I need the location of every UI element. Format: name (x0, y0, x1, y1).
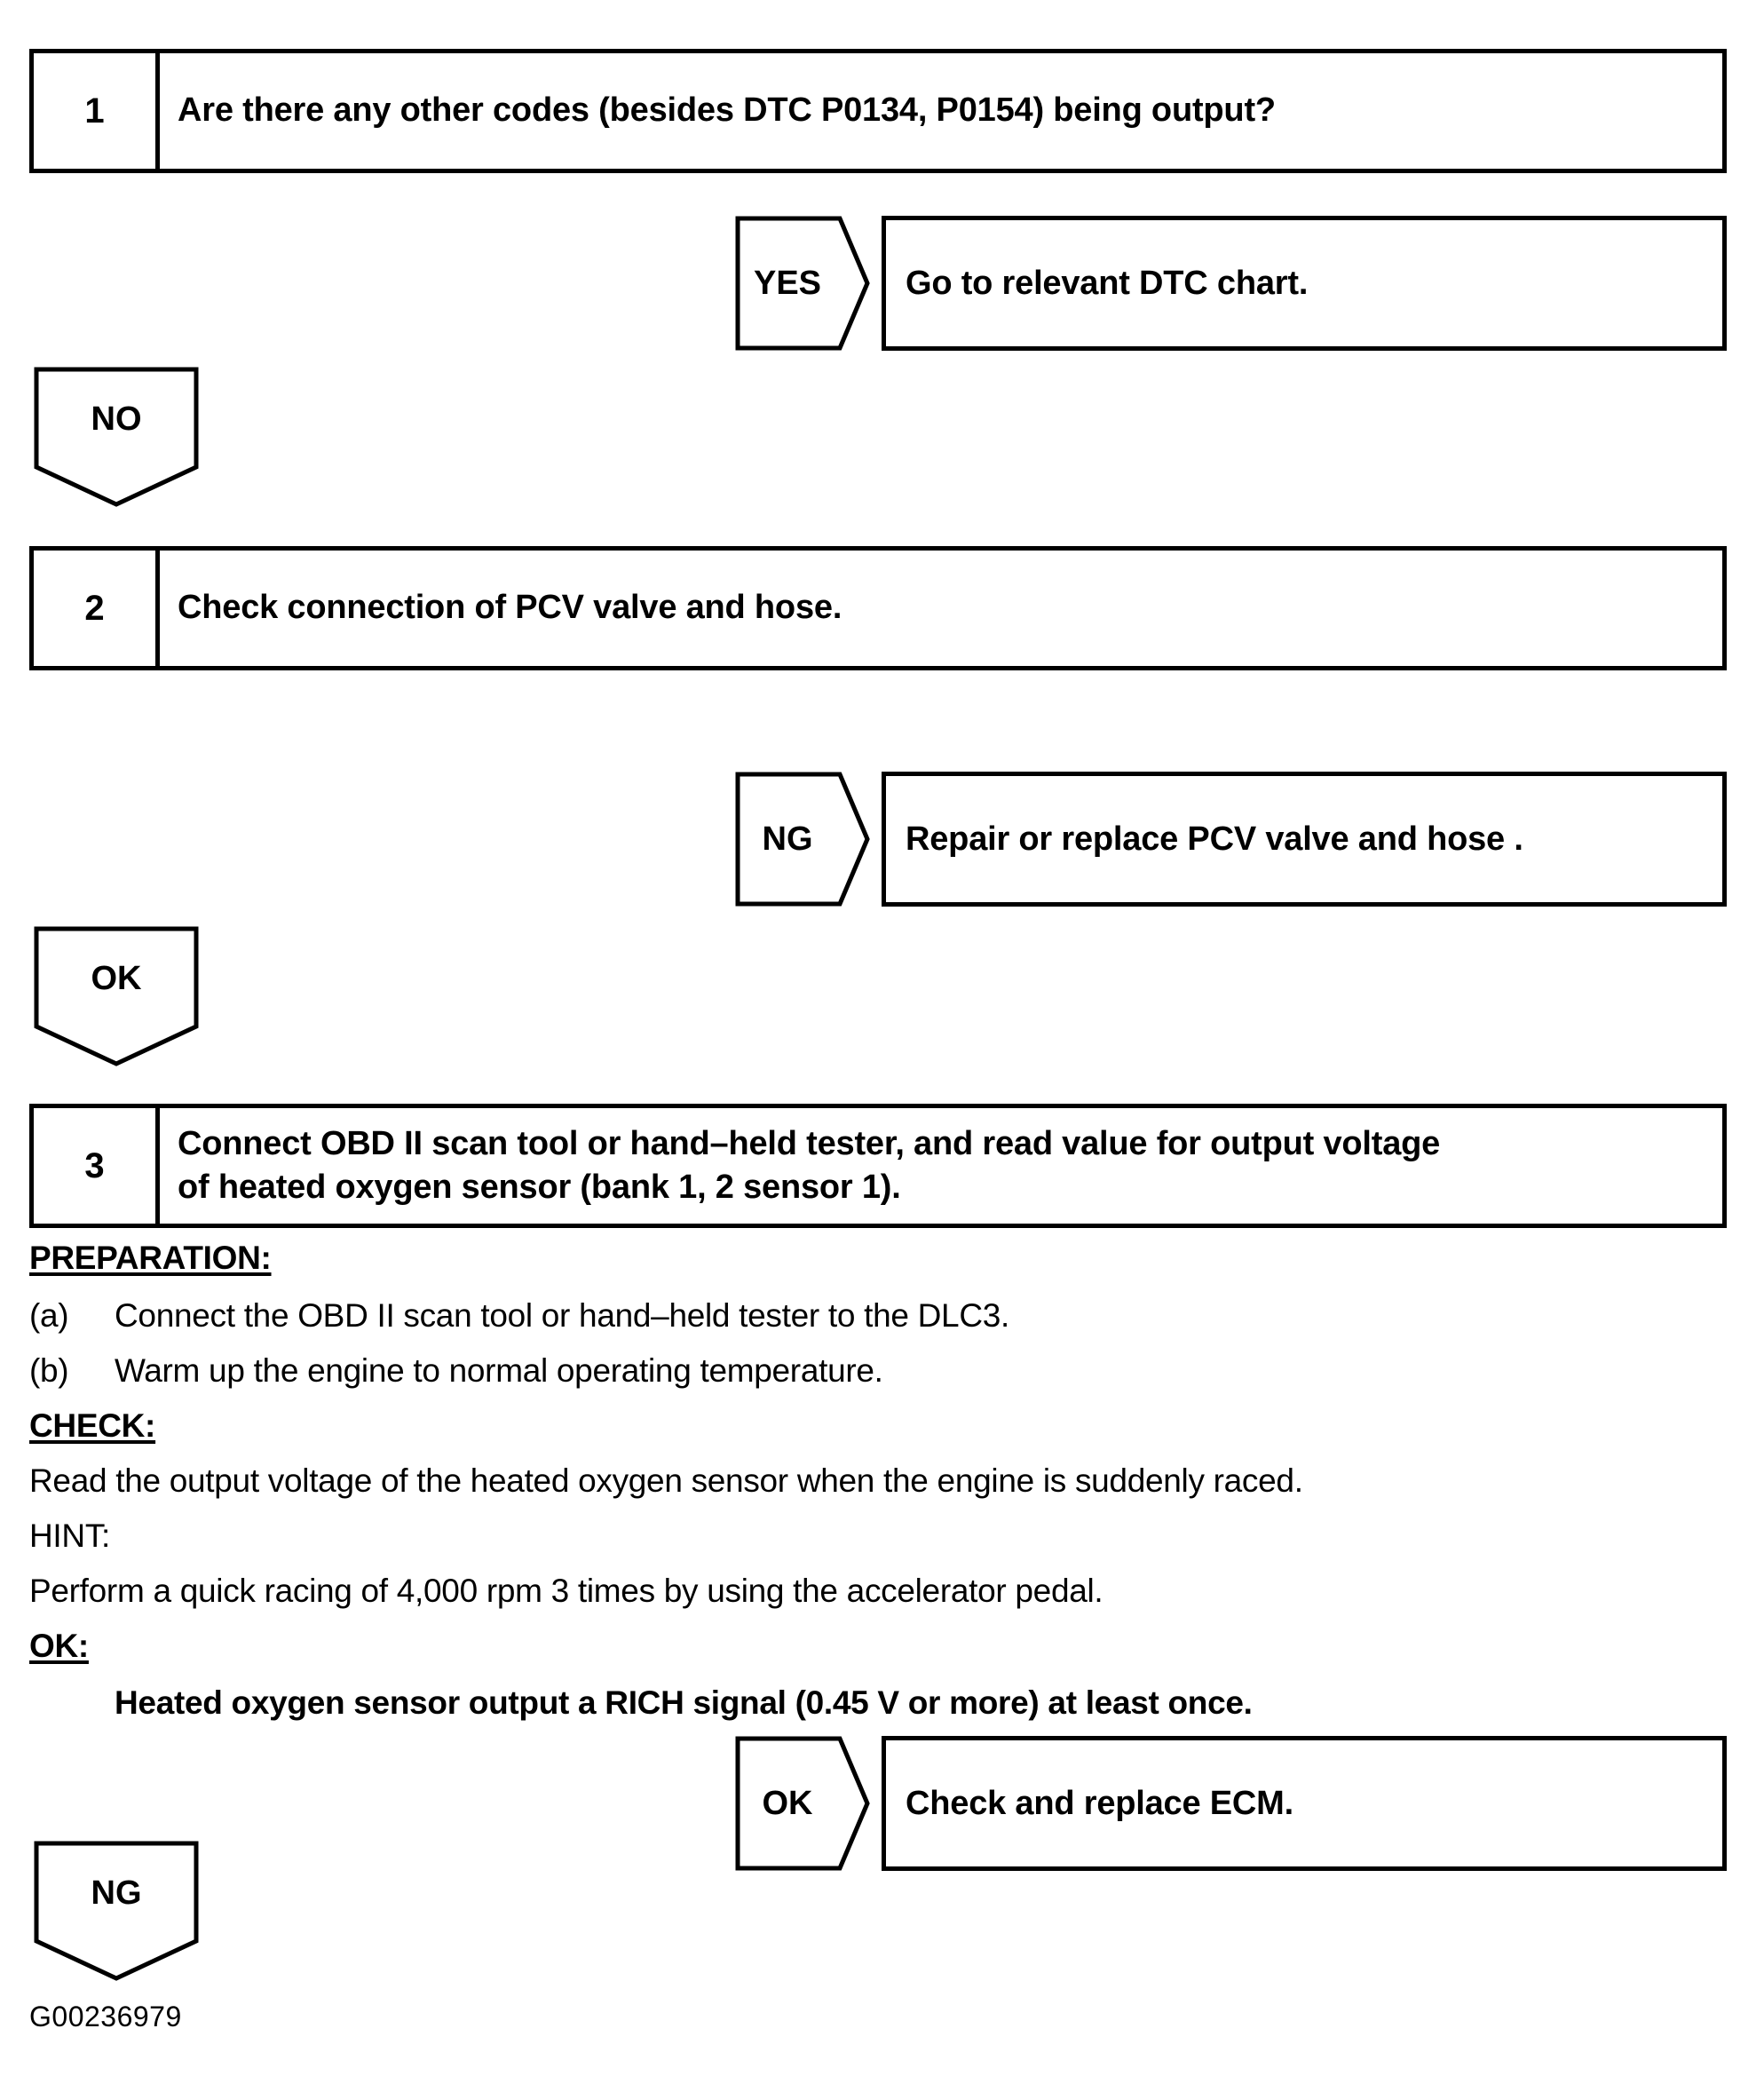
preparation-item-a: (a) Connect the OBD II scan tool or hand… (29, 1299, 1725, 1332)
ok-text: Heated oxygen sensor output a RICH signa… (115, 1684, 1253, 1721)
branch-arrow-no-1: NO (34, 367, 199, 509)
step-text-1: Are there any other codes (besides DTC P… (178, 91, 1276, 130)
branch-label-ok-2: OK (91, 959, 142, 997)
check-heading: CHECK: (29, 1407, 156, 1444)
hint-text: Perform a quick racing of 4,000 rpm 3 ti… (29, 1573, 1103, 1609)
branch-arrow-ng-2: NG (735, 772, 870, 907)
result-box-ok-3: Check and replace ECM. (882, 1736, 1727, 1871)
preparation-item-b: (b) Warm up the engine to normal operati… (29, 1354, 1725, 1387)
ok-heading-wrap: OK: (29, 1629, 1725, 1662)
hint-heading-wrap: HINT: (29, 1519, 1725, 1552)
check-text: Read the output voltage of the heated ox… (29, 1462, 1303, 1499)
step-text-2: Check connection of PCV valve and hose. (178, 589, 842, 627)
ok-heading: OK: (29, 1628, 89, 1664)
branch-arrow-ok-3: OK (735, 1736, 870, 1871)
branch-arrow-ok-2: OK (34, 926, 199, 1068)
result-box-yes-1: Go to relevant DTC chart. (882, 216, 1727, 351)
preparation-item-b-tag: (b) (29, 1352, 69, 1389)
step-box-2: 2 Check connection of PCV valve and hose… (29, 546, 1727, 670)
figure-id-code: G00236979 (29, 2001, 182, 2032)
preparation-item-a-tag: (a) (29, 1297, 69, 1334)
result-box-ng-2: Repair or replace PCV valve and hose . (882, 772, 1727, 907)
preparation-item-b-text: Warm up the engine to normal operating t… (115, 1352, 883, 1389)
branch-arrow-yes-1: YES (735, 216, 870, 351)
step-text-3-line-1: Connect OBD II scan tool or hand–held te… (178, 1124, 1441, 1162)
procedure-block: PREPARATION: (29, 1241, 1725, 1274)
step-number-1: 1 (34, 53, 160, 169)
hint-heading: HINT: (29, 1517, 111, 1554)
step-box-3: 3 Connect OBD II scan tool or hand–held … (29, 1104, 1727, 1228)
branch-label-ok-3: OK (762, 1784, 813, 1822)
ok-text-wrap: Heated oxygen sensor output a RICH signa… (29, 1686, 1725, 1719)
step-text-3: Connect OBD II scan tool or hand–held te… (160, 1108, 1722, 1224)
branch-label-yes-1: YES (753, 264, 822, 302)
step-text-3-line-2: of heated oxygen sensor (bank 1, 2 senso… (178, 1169, 901, 1206)
branch-label-no-1: NO (91, 400, 142, 438)
preparation-heading: PREPARATION: (29, 1240, 272, 1276)
hint-text-wrap: Perform a quick racing of 4,000 rpm 3 ti… (29, 1574, 1725, 1607)
step-box-1: 1 Are there any other codes (besides DTC… (29, 49, 1727, 173)
step-number-2: 2 (34, 551, 160, 666)
preparation-item-a-text: Connect the OBD II scan tool or hand–hel… (115, 1297, 1010, 1334)
branch-arrow-ng-3: NG (34, 1841, 199, 1983)
branch-label-ng-2: NG (762, 820, 813, 858)
step-number-3: 3 (34, 1108, 160, 1224)
check-text-wrap: Read the output voltage of the heated ox… (29, 1464, 1725, 1497)
branch-label-ng-3: NG (91, 1874, 142, 1912)
check-heading-wrap: CHECK: (29, 1409, 1725, 1442)
